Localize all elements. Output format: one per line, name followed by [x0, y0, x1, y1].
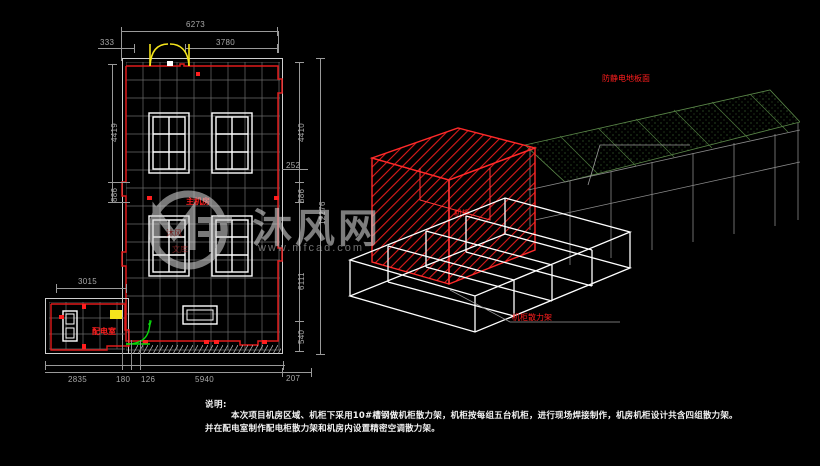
dim-extension — [278, 31, 279, 53]
dim-right-notch: 886 — [297, 188, 306, 203]
dim-right-edge: 207 — [286, 374, 301, 383]
dim-tick — [311, 368, 312, 377]
dim-line-top-left — [98, 48, 134, 49]
wall-marker — [82, 344, 86, 349]
dim-line-right-edge — [282, 372, 312, 373]
power-room-tag — [110, 310, 122, 319]
power-room-outer-wall — [45, 298, 129, 354]
dim-tick — [295, 62, 304, 63]
door-swing-green — [125, 319, 152, 345]
dim-bottom-a: 180 — [116, 375, 131, 384]
dim-line-right-notch — [299, 182, 300, 202]
dim-right-step: 252 — [286, 161, 301, 170]
floor-plan-view: 6273 3780 333 — [0, 0, 345, 400]
annotation-leaders — [449, 144, 690, 323]
dim-tick — [126, 284, 127, 293]
notes-block: 说明: 本次项目机房区域、机柜下采用10#槽钢做机柜散力架，机柜按每组五台机柜，… — [205, 398, 815, 436]
dim-extension — [112, 182, 130, 183]
dim-right-lower: 6111 — [297, 272, 306, 290]
dim-tick — [134, 44, 135, 53]
bottom-wall-hatch — [133, 345, 281, 354]
dim-right-bottom: 540 — [297, 329, 306, 344]
dim-extension — [112, 202, 130, 203]
wall-marker — [204, 340, 209, 344]
dim-tick — [277, 27, 278, 36]
label-antistatic-floor: 防静电地板面 — [602, 73, 650, 83]
label-main-room: 主机房 — [186, 197, 210, 206]
dim-tick — [140, 361, 141, 370]
dim-extension — [140, 340, 141, 365]
dim-bottom-b: 126 — [141, 375, 156, 384]
dim-line-right-overall — [320, 58, 321, 354]
dim-line-left-door — [112, 182, 113, 202]
dim-tick — [108, 64, 117, 65]
notes-line-1: 本次项目机房区域、机柜下采用10#槽钢做机柜散力架，机柜按每组五台机柜，进行现场… — [231, 411, 738, 421]
door-swing-top — [149, 43, 190, 67]
dim-left-door: 886 — [110, 187, 119, 202]
dim-right-overall: 12276 — [318, 201, 327, 225]
dim-line-right-bottom — [299, 321, 300, 351]
dim-tick — [283, 361, 284, 370]
precision-ac-unit — [182, 305, 218, 325]
antistatic-raised-floor — [524, 89, 800, 265]
power-room-red-boundary — [50, 303, 130, 351]
cabinet-rack-group — [148, 215, 190, 277]
dim-tick — [316, 58, 325, 59]
wall-marker — [82, 304, 86, 309]
dim-line-room-width — [56, 288, 127, 289]
dim-right-upper: 4410 — [297, 123, 306, 142]
dim-line-bottom — [45, 365, 285, 366]
wall-marker — [214, 340, 219, 344]
dim-tick — [45, 361, 46, 370]
dim-tick — [316, 354, 325, 355]
isometric-3d-view: 机柜 — [347, 73, 800, 333]
dim-bottom-left: 2835 — [68, 375, 87, 384]
wall-marker — [196, 72, 200, 76]
dim-line-right-upper — [299, 62, 300, 182]
wall-marker — [143, 340, 148, 344]
dim-line-bottom-2 — [45, 372, 285, 373]
dim-tick — [277, 44, 278, 53]
dim-bottom-right: 5940 — [195, 375, 214, 384]
dim-top-overall: 6273 — [186, 20, 205, 29]
wall-marker — [59, 315, 64, 319]
dim-top-left-segment: 333 — [100, 38, 115, 47]
power-cabinet — [62, 310, 78, 342]
wall-marker — [274, 196, 279, 200]
dim-power-room-width: 3015 — [78, 277, 97, 286]
notes-title: 说明: — [205, 400, 227, 410]
dim-line-top-overall — [121, 31, 278, 32]
label-cabinet-3d: 机柜 — [454, 208, 470, 218]
red-room-boundary — [121, 63, 283, 346]
wall-marker — [147, 196, 152, 200]
wall-marker — [262, 340, 267, 344]
label-load-frame: 机柜散力架 — [512, 312, 552, 322]
dim-tick — [295, 351, 304, 352]
cabinet-rack-group — [148, 112, 190, 174]
load-spreading-frame — [347, 197, 633, 333]
dim-tick — [185, 44, 186, 53]
dim-left-upper: 4419 — [110, 123, 119, 142]
cabinet-rack-group — [211, 215, 253, 277]
dim-extension — [122, 340, 123, 365]
dim-line-left-upper — [112, 64, 113, 182]
dim-line-top-right — [185, 48, 278, 49]
dim-top-right-segment: 3780 — [216, 38, 235, 47]
dim-extension — [131, 340, 132, 365]
notes-line-2: 并在配电室制作配电柜散力架和机房内设置精密空调散力架。 — [205, 424, 440, 434]
dim-tick — [122, 361, 123, 370]
dim-line-right-step — [282, 169, 308, 170]
dim-tick — [56, 284, 57, 293]
label-power-room: 配电室 — [92, 327, 116, 336]
dim-tick — [131, 361, 132, 370]
dim-extension — [121, 31, 122, 61]
cabinet-3d-block: 机柜 — [369, 127, 538, 286]
cabinet-rack-group — [211, 112, 253, 174]
dim-line-right-lower — [299, 202, 300, 321]
